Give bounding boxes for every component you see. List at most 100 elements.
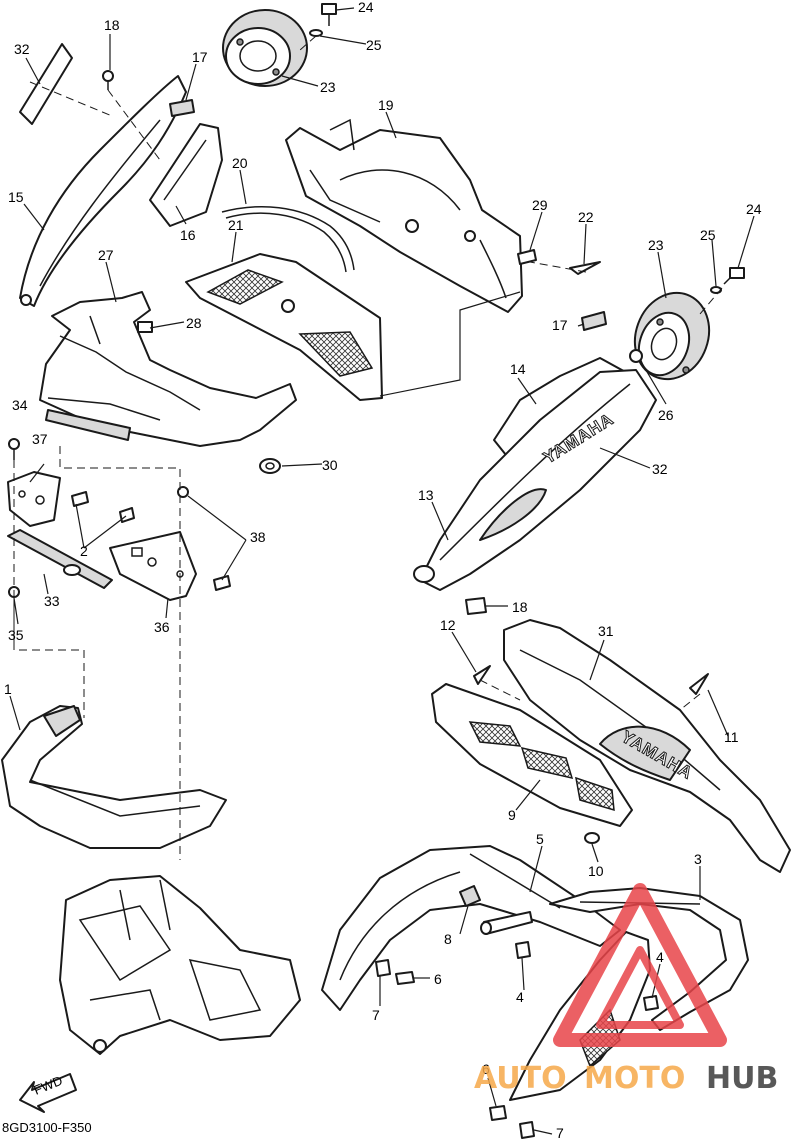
forward-arrow-icon: FWD <box>19 1073 77 1113</box>
callout-labels: 32 18 17 15 16 24 25 23 19 20 21 27 28 3… <box>4 0 762 1140</box>
callout-15: 15 <box>8 189 24 205</box>
part-1-chin-cowl <box>1 705 227 849</box>
part-10-nut <box>584 832 600 844</box>
part-23-muffler-end-cap-top <box>222 9 308 87</box>
callout-11: 11 <box>724 729 739 745</box>
part-25-washer-top <box>309 29 323 37</box>
callout-9: 9 <box>508 807 516 823</box>
callout-17-right: 17 <box>552 317 568 333</box>
part-13-muffler: YAMAHA <box>413 369 657 591</box>
part-16-inner-panel <box>149 123 223 227</box>
callout-23-right: 23 <box>648 237 664 253</box>
callout-32-right: 32 <box>652 461 668 477</box>
callout-38: 38 <box>250 529 266 545</box>
callout-6: 6 <box>434 971 442 987</box>
part-20-rubber-strip <box>221 205 355 273</box>
callout-28: 28 <box>186 315 202 331</box>
callout-26: 26 <box>658 407 674 423</box>
part-28-nut <box>137 321 153 333</box>
part-22-clip <box>569 261 601 275</box>
part-17-pad-right <box>581 311 607 331</box>
part-7-clip-b <box>519 1121 535 1139</box>
callout-2: 2 <box>80 543 88 559</box>
callout-18: 18 <box>104 17 120 33</box>
callout-10: 10 <box>588 863 604 879</box>
callout-27: 27 <box>98 247 114 263</box>
assembly-lines <box>13 35 723 860</box>
part-6-bolt-a <box>395 971 415 985</box>
part-7-clip-a <box>375 959 391 977</box>
callout-22: 22 <box>578 209 594 225</box>
part-2-bolt-a <box>71 491 89 507</box>
watermark-logo: AUTO MOTO HUB <box>474 883 778 1096</box>
part-27-lower-cowl <box>39 291 297 447</box>
callout-37: 37 <box>32 431 48 447</box>
callout-24: 24 <box>358 0 374 15</box>
part-38-bolt-b <box>213 575 231 591</box>
callout-20: 20 <box>232 155 248 171</box>
watermark-word-auto: AUTO <box>474 1061 567 1096</box>
watermark-word-hub: HUB <box>706 1061 778 1096</box>
callout-32: 32 <box>14 41 30 57</box>
part-23-muffler-end-cap-right <box>633 291 711 381</box>
callout-7: 7 <box>372 1007 380 1023</box>
part-30-grommet <box>259 458 281 474</box>
callout-25-right: 25 <box>700 227 716 243</box>
part-5-lower-panel <box>321 845 621 1011</box>
part-18-bolt-right <box>465 597 487 615</box>
part-25-washer-right <box>710 286 722 294</box>
part-2-bolt-b <box>119 507 135 523</box>
callout-4: 4 <box>516 989 524 1005</box>
diagram-code: 8GD3100-F350 <box>2 1120 92 1135</box>
part-12-clip <box>473 665 491 685</box>
part-24-bolt-top <box>321 3 337 26</box>
part-29-bolt <box>517 249 537 265</box>
callout-31: 31 <box>598 623 614 639</box>
part-26-nut <box>629 349 643 363</box>
callout-33: 33 <box>44 593 60 609</box>
part-33-stay-rod <box>7 529 113 589</box>
part-32-decal-left <box>19 43 73 125</box>
callout-36: 36 <box>154 619 170 635</box>
part-9-mesh-panel <box>431 683 633 827</box>
part-11-clip <box>689 673 709 695</box>
part-34-bolt <box>8 438 20 460</box>
part-21-mesh-guard <box>185 253 383 401</box>
callout-4-right: 4 <box>656 949 664 965</box>
part-24-bolt-right <box>723 267 745 285</box>
part-4-bolt-a <box>515 941 531 959</box>
callout-19: 19 <box>378 97 394 113</box>
part-5-rod <box>480 911 533 935</box>
part-37-bracket <box>7 471 61 527</box>
watermark-word-moto: MOTO <box>584 1061 685 1096</box>
callout-13: 13 <box>418 487 434 503</box>
frame-subassembly <box>59 875 301 1055</box>
part-18-bolt-top <box>102 70 114 90</box>
part-36-plate <box>109 531 197 601</box>
callout-23: 23 <box>320 79 336 95</box>
callout-8: 8 <box>444 931 452 947</box>
callout-12: 12 <box>440 617 456 633</box>
callout-6-bottom: 6 <box>482 1061 490 1077</box>
part-6-bolt-b <box>489 1105 507 1121</box>
part-4-bolt-b <box>643 995 659 1011</box>
callout-29: 29 <box>532 197 548 213</box>
callout-30: 30 <box>322 457 338 473</box>
callout-14: 14 <box>510 361 526 377</box>
callout-34: 34 <box>12 397 28 413</box>
part-15-side-cover <box>19 75 187 307</box>
callout-17: 17 <box>192 49 208 65</box>
leader-lines <box>9 7 755 1135</box>
callout-35: 35 <box>8 627 24 643</box>
callout-5: 5 <box>536 831 544 847</box>
part-19-exhaust-bracket <box>285 118 523 313</box>
callout-21: 21 <box>228 217 244 233</box>
callout-18-right: 18 <box>512 599 528 615</box>
callout-7-bottom: 7 <box>556 1125 564 1140</box>
callout-16: 16 <box>180 227 196 243</box>
callout-24-right: 24 <box>746 201 762 217</box>
callout-3: 3 <box>694 851 702 867</box>
callout-25: 25 <box>366 37 382 53</box>
part-17-pad-top <box>169 99 195 117</box>
